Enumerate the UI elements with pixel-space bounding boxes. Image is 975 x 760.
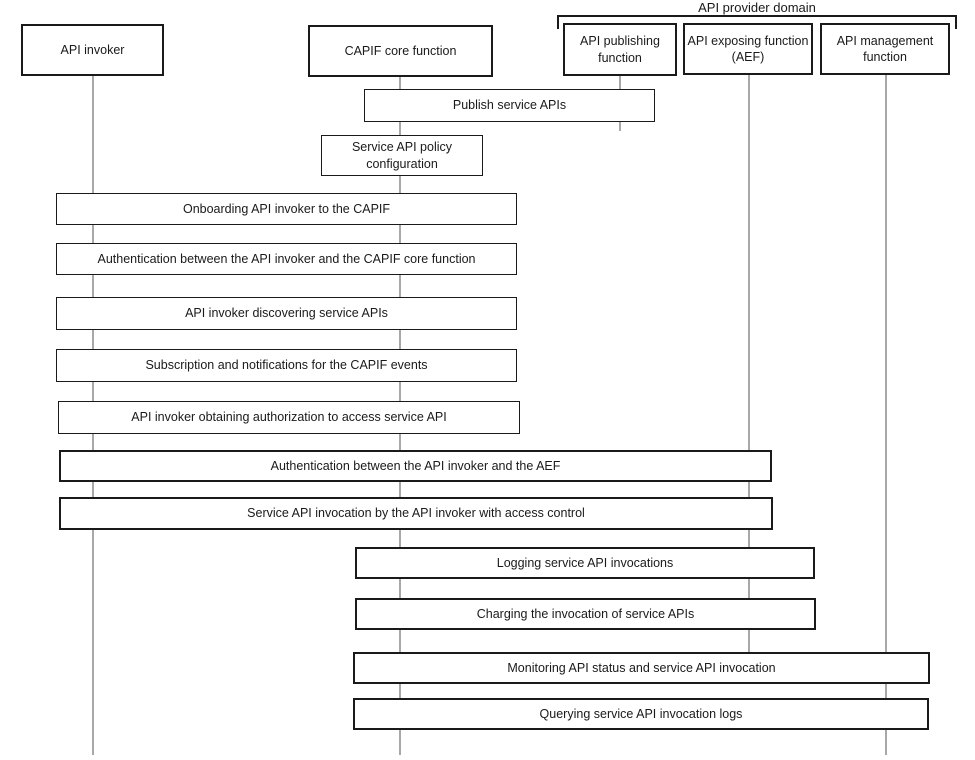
entity-api-invoker-label: API invoker [60,42,125,57]
api-provider-domain-bracket [557,15,957,29]
entity-api-invoker: API invoker [21,24,164,76]
step-onboarding-api-invoker-label: Onboarding API invoker to the CAPIF [182,201,391,216]
step-authentication-invoker-capif-core: Authentication between the API invoker a… [56,243,517,275]
step-monitoring-api-status-label: Monitoring API status and service API in… [507,660,776,675]
step-authentication-invoker-capif-core-label: Authentication between the API invoker a… [97,251,476,266]
step-api-invoker-discovering-service-apis: API invoker discovering service APIs [56,297,517,330]
entity-capif-core-function-label: CAPIF core function [344,43,457,58]
entity-api-management-function: API management function [820,23,950,75]
entity-api-publishing-function-label: API publishing function [580,34,660,65]
step-publish-service-apis-label: Publish service APIs [452,98,567,113]
step-querying-invocation-logs-label: Querying service API invocation logs [539,706,743,721]
entity-capif-core-function: CAPIF core function [308,25,493,77]
step-authentication-invoker-aef: Authentication between the API invoker a… [59,450,772,482]
step-subscription-and-notifications: Subscription and notifications for the C… [56,349,517,382]
step-service-api-policy-configuration: Service API policy configuration [321,135,483,176]
step-service-api-policy-configuration-label: Service API policy configuration [351,140,453,171]
step-charging-invocation: Charging the invocation of service APIs [355,598,816,630]
step-service-api-invocation: Service API invocation by the API invoke… [59,497,773,530]
api-provider-domain-label: API provider domain [698,0,816,15]
lifeline-api-management-function [885,75,887,755]
entity-api-publishing-function: API publishing function [563,23,677,76]
entity-api-exposing-function-label: API exposing function (AEF) [687,33,809,64]
step-charging-invocation-label: Charging the invocation of service APIs [476,606,695,621]
step-publish-service-apis: Publish service APIs [364,89,655,122]
step-monitoring-api-status: Monitoring API status and service API in… [353,652,930,684]
step-authentication-invoker-aef-label: Authentication between the API invoker a… [270,458,561,473]
step-obtaining-authorization: API invoker obtaining authorization to a… [58,401,520,434]
step-service-api-invocation-label: Service API invocation by the API invoke… [247,506,585,521]
step-logging-service-api-invocations: Logging service API invocations [355,547,815,579]
entity-api-exposing-function: API exposing function (AEF) [683,23,813,75]
entity-api-management-function-label: API management function [836,33,934,64]
step-logging-service-api-invocations-label: Logging service API invocations [496,555,674,570]
step-querying-invocation-logs: Querying service API invocation logs [353,698,929,730]
lifeline-api-exposing-function [748,75,750,652]
step-onboarding-api-invoker: Onboarding API invoker to the CAPIF [56,193,517,225]
step-api-invoker-discovering-service-apis-label: API invoker discovering service APIs [185,306,388,321]
step-subscription-and-notifications-label: Subscription and notifications for the C… [145,358,428,373]
step-obtaining-authorization-label: API invoker obtaining authorization to a… [131,410,447,425]
